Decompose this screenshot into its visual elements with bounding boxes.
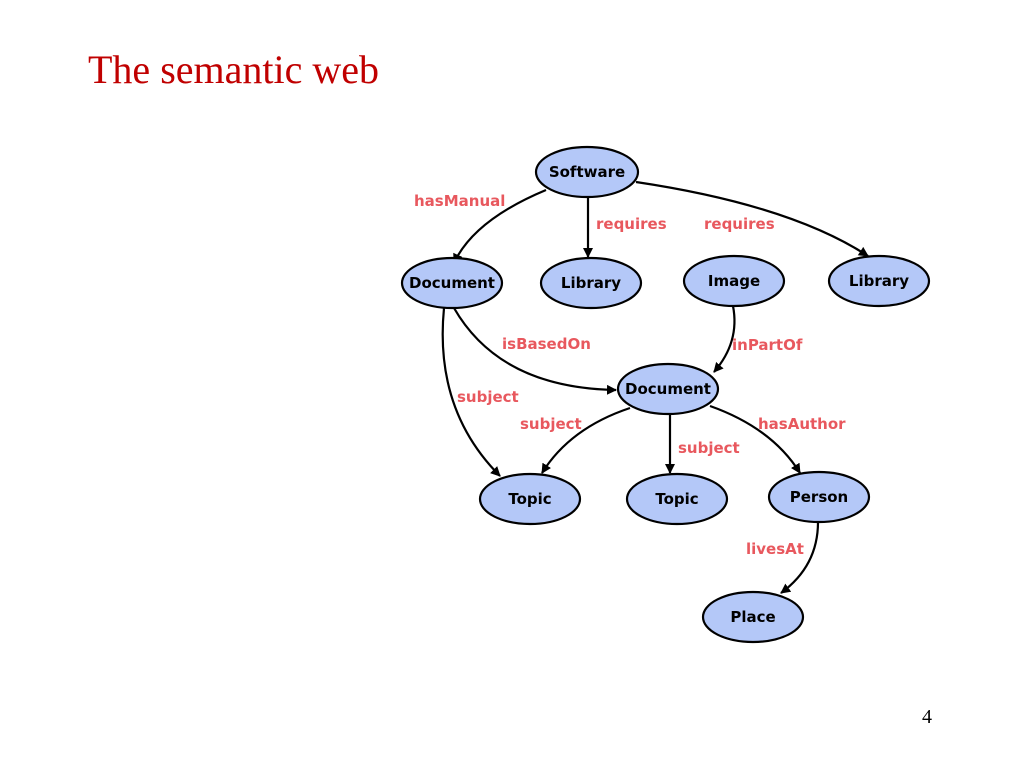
node-label-place: Place <box>730 608 775 626</box>
node-label-document: Document <box>409 274 495 292</box>
edge-label-subject-3: subject <box>678 439 740 457</box>
slide-title: The semantic web <box>88 47 379 92</box>
node-label-topic: Topic <box>508 490 551 508</box>
node-person: Person <box>767 470 871 524</box>
node-topic: Topic <box>478 472 582 526</box>
node-library: Library <box>539 256 643 310</box>
node-image: Image <box>682 254 786 308</box>
edge-label-subject: subject <box>457 388 519 406</box>
node-label-document-2: Document <box>625 380 711 398</box>
node-label-image: Image <box>708 272 760 290</box>
edge-label-has-author: hasAuthor <box>758 415 846 433</box>
edge-software-requires-library-2 <box>635 180 869 257</box>
node-software: Software <box>534 145 640 199</box>
edge-label-requires: requires <box>596 215 667 233</box>
edge-person-lives-at-place <box>780 521 820 594</box>
edge-label-in-part-of: inPartOf <box>732 336 803 354</box>
node-library-2: Library <box>827 254 931 308</box>
node-label-software: Software <box>549 163 625 181</box>
node-document-2: Document <box>616 362 720 416</box>
edge-label-is-based-on: isBasedOn <box>502 335 591 353</box>
edge-document-has-author-person <box>709 404 801 474</box>
edge-document-2-subject-topic <box>541 406 631 474</box>
edge-document-subject-topic <box>441 307 501 477</box>
node-topic-2: Topic <box>625 472 729 526</box>
edge-software-has-manual-document <box>453 188 547 264</box>
edge-label-requires-2: requires <box>704 215 775 233</box>
edge-label-has-manual: hasManual <box>414 192 505 210</box>
edge-label-subject-2: subject <box>520 415 582 433</box>
node-place: Place <box>701 590 805 644</box>
node-label-library: Library <box>561 274 621 292</box>
node-document: Document <box>400 256 504 310</box>
node-label-library-2: Library <box>849 272 909 290</box>
edge-label-lives-at: livesAt <box>746 540 804 558</box>
node-label-person: Person <box>790 488 848 506</box>
page-number: 4 <box>922 706 932 728</box>
node-label-topic-2: Topic <box>655 490 698 508</box>
edge-document-is-based-on-document <box>453 307 617 395</box>
edge-image-in-part-of-document <box>713 305 736 373</box>
